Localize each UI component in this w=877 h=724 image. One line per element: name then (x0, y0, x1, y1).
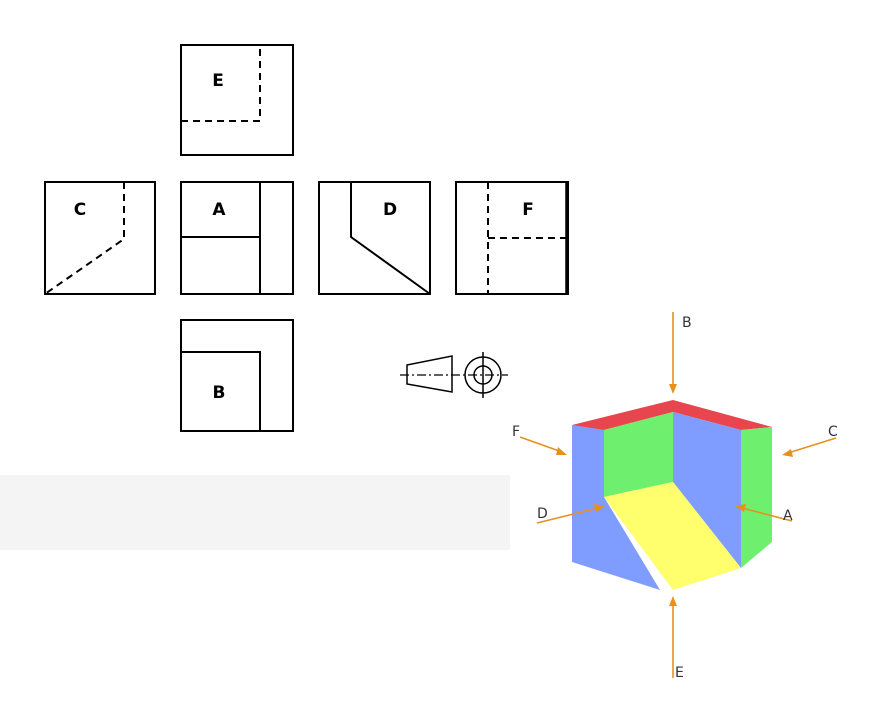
arrow-d: D (536, 504, 605, 524)
arrow-c: C (782, 424, 838, 457)
view-d: D (318, 181, 431, 295)
arrow-a-line (741, 507, 793, 522)
view-c-hidden-lines (44, 182, 125, 295)
arrow-f-line (519, 436, 563, 453)
right-green-face (741, 427, 772, 568)
view-a-label: A (212, 200, 226, 220)
arrow-c-line (787, 437, 837, 454)
left-blue-face (572, 425, 660, 590)
arrow-e-head (669, 596, 677, 606)
arrow-b: B (669, 312, 692, 394)
view-b-edges (181, 351, 261, 431)
view-d-edges (350, 182, 431, 295)
view-b: B (180, 319, 294, 432)
arrow-b-label: B (682, 315, 692, 331)
arrow-e: E (669, 596, 684, 681)
view-e-border (180, 44, 294, 156)
view-a: A (180, 181, 294, 295)
arrow-c-label: C (828, 424, 838, 440)
arrow-d-line (536, 507, 599, 524)
arrow-d-label: D (537, 506, 548, 522)
arrow-c-head (782, 449, 793, 457)
top-face (572, 400, 772, 430)
view-d-label: D (383, 200, 397, 220)
isometric-model (572, 400, 772, 590)
view-c-border (44, 181, 156, 295)
view-c: C (44, 181, 156, 295)
view-e: E (180, 44, 294, 156)
yellow-slope-face (604, 482, 741, 590)
arrow-f: F (512, 424, 567, 455)
projection-symbol (400, 352, 508, 398)
arrow-b-head (669, 384, 677, 394)
view-f: F (455, 181, 569, 295)
back-blue-face (673, 412, 741, 568)
view-e-label: E (212, 71, 224, 91)
view-f-label: F (522, 200, 534, 220)
arrow-a-head (735, 504, 746, 512)
view-d-border (318, 181, 431, 295)
view-b-label: B (213, 383, 226, 403)
view-e-hidden-lines (181, 45, 261, 122)
arrow-a-label: A (783, 508, 793, 524)
arrow-f-label: F (512, 424, 520, 440)
projection-cone-icon (406, 355, 453, 393)
arrow-f-head (556, 447, 567, 455)
arrow-a: A (735, 504, 793, 524)
view-b-border (180, 319, 294, 432)
view-c-label: C (74, 200, 86, 220)
arrow-e-label: E (675, 665, 684, 681)
back-green-face (604, 412, 673, 497)
background-band (0, 475, 510, 550)
arrow-d-head (594, 504, 605, 512)
